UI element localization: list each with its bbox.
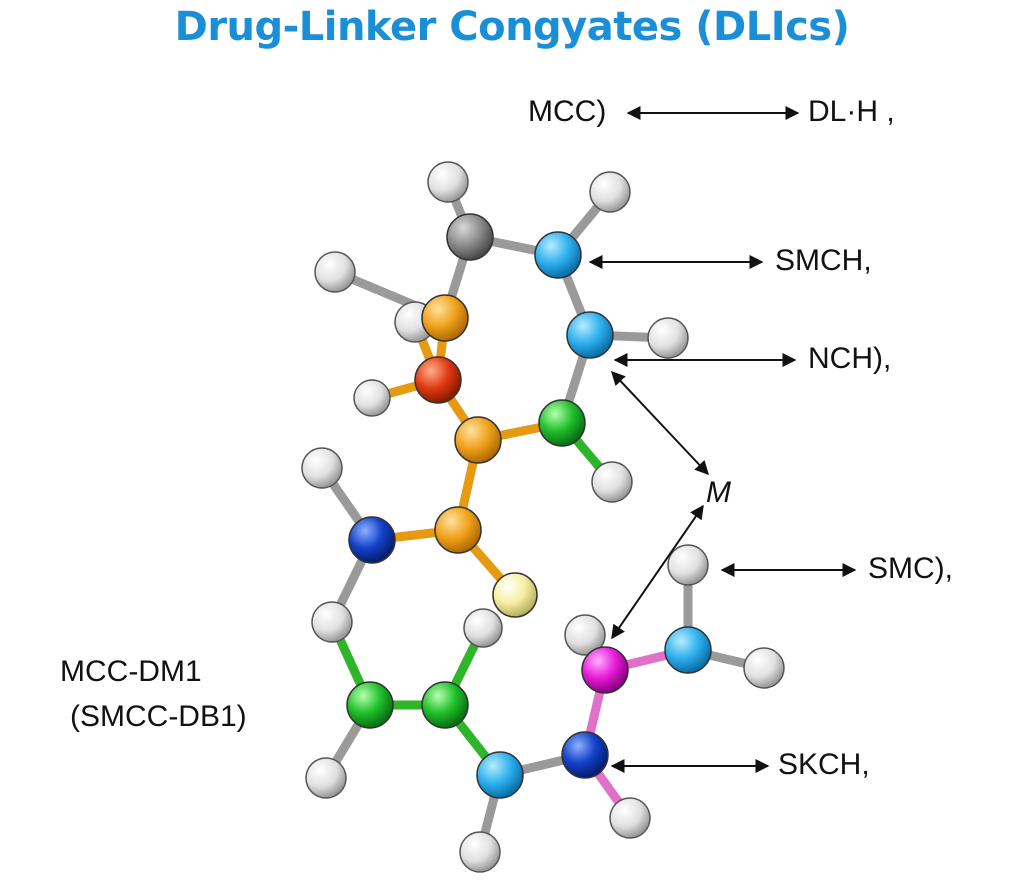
label-mcc-top: MCC) [528,95,607,128]
label-smc: SMC), [868,552,953,585]
atom-green-ring-right [421,681,469,729]
atom-blue-lower-right [664,626,712,674]
label-skch: SKCH, [778,748,870,781]
atom-hydrogen [463,608,503,648]
arrow-m-lower [611,504,704,640]
atom-hydrogen [353,379,391,417]
atom-orange-mid [454,416,502,464]
label-smch: SMCH, [775,244,872,277]
atom-hydrogen [743,647,785,689]
arrow-m-upper [611,370,709,476]
atom-hydrogen [459,831,501,873]
atom-red-oxygen [414,356,462,404]
atom-hydrogen [427,161,469,203]
label-dlh: DL·H , [808,95,895,128]
atom-hydrogen [314,251,356,293]
atom-hydrogen [667,544,709,586]
atom-navy-left [348,516,396,564]
diagram-title: Drug-Linker Congyates (DLIcs) [174,4,850,50]
atom-hydrogen [609,797,651,839]
atom-hydrogen [301,447,343,489]
atom-navy-lower [561,731,609,779]
atom-orange-top [421,294,469,342]
atom-gray-carbon [446,213,494,261]
atom-hydrogen [564,614,606,656]
atom-hydrogen [311,601,353,643]
atom-yellow-sulfur [492,572,538,618]
atom-green-ring-left [346,681,394,729]
compound-alias: (SMCC-DB1) [70,700,247,733]
atom-orange-low [434,506,482,554]
label-m: M [706,476,731,509]
atom-hydrogen [305,757,347,799]
label-nch: NCH), [808,342,892,375]
heavy-atoms [346,213,712,799]
atom-green-right [538,399,586,447]
atom-hydrogen [589,171,631,213]
atom-blue-mid [566,311,614,359]
atom-blue-upper [534,231,582,279]
atom-blue-lower [476,751,524,799]
atom-hydrogen [591,461,633,503]
bonds [317,177,769,857]
compound-name: MCC-DM1 [60,655,202,688]
atom-hydrogen [647,317,689,359]
hydrogen-atoms [301,161,785,873]
atom-magenta [581,646,629,694]
arrows [588,106,857,773]
